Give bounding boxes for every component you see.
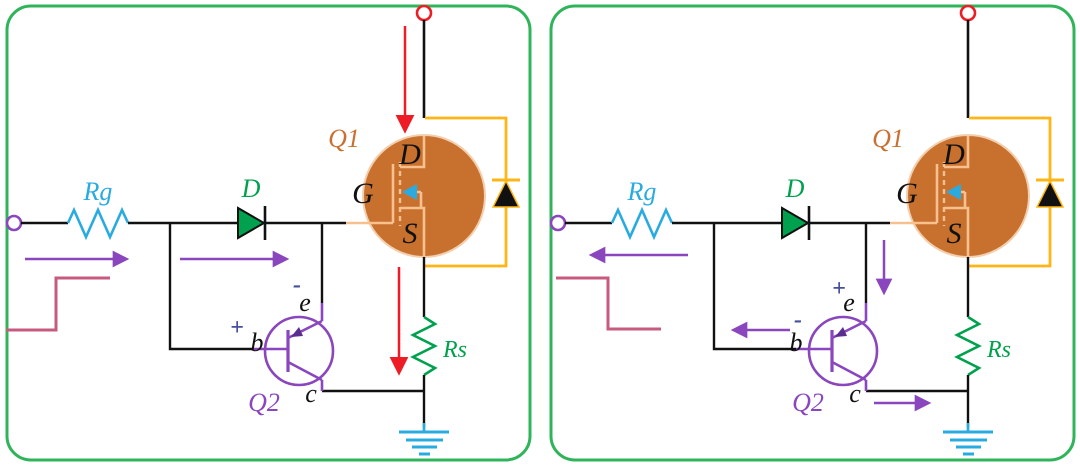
mosfet-source-label: S <box>403 217 418 250</box>
mosfet-substrate-arrow-icon <box>946 184 961 200</box>
body-diode-icon <box>1035 179 1065 208</box>
sense-resistor-label: Rs <box>442 337 467 363</box>
wire-base-branch <box>168 223 252 351</box>
rising-step-waveform-icon <box>6 276 110 332</box>
sense-resistor-label: Rs <box>986 337 1011 363</box>
gate-resistor-zigzag <box>610 206 674 241</box>
bjt-emitter-label: e <box>299 288 311 317</box>
falling-step-waveform-icon <box>556 276 661 331</box>
ground-icon <box>943 423 993 456</box>
panel-turn-on: Rg D Q1 D G S Rs <box>5 4 532 462</box>
mosfet-drain-lead <box>944 136 970 169</box>
diode-label: D <box>785 174 805 203</box>
bjt-collector-label: c <box>305 379 317 408</box>
emitter-polarity-sign: + <box>832 276 846 302</box>
drain-supply-terminal-icon <box>959 4 977 22</box>
bjt-emitter-label: e <box>843 288 855 317</box>
bjt-base-label: b <box>790 328 803 357</box>
mosfet-drain-label: D <box>398 138 421 171</box>
sense-resistor-zigzag <box>410 315 438 377</box>
mosfet-source-lead <box>944 206 970 257</box>
mosfet-name-label: Q1 <box>328 124 360 153</box>
wire-base-branch <box>712 223 796 351</box>
emitter-polarity-sign: - <box>293 272 301 298</box>
diode-icon <box>781 206 811 240</box>
bjt-collector-lead <box>831 360 868 391</box>
diode-label: D <box>241 174 261 203</box>
sense-resistor-zigzag <box>954 315 982 377</box>
mosfet-gate-label: G <box>896 177 918 210</box>
mosfet-name-label: Q1 <box>872 124 904 153</box>
bjt-collector-label: c <box>849 379 861 408</box>
body-diode-icon <box>491 179 521 208</box>
input-terminal-icon <box>549 214 567 232</box>
bjt-name-label: Q2 <box>248 388 280 417</box>
gate-resistor-zigzag <box>66 206 130 241</box>
mosfet-drain-lead <box>400 136 426 169</box>
bjt-base-label: b <box>251 328 264 357</box>
ground-icon <box>399 423 449 456</box>
bjt-emitter-arrow-icon <box>291 327 303 337</box>
bjt-collector-lead <box>287 360 324 391</box>
panel-turn-off: Rg D Q1 D G S Rs <box>549 4 1076 462</box>
mosfet-source-lead <box>400 206 426 257</box>
bjt-circle <box>263 315 335 387</box>
base-polarity-sign: - <box>794 307 802 333</box>
bjt-circle <box>807 315 879 387</box>
drain-supply-terminal-icon <box>415 4 433 22</box>
mosfet-drain-label: D <box>942 138 965 171</box>
gate-resistor-label: Rg <box>83 177 113 206</box>
mosfet-gate-label: G <box>352 177 374 210</box>
panel-border <box>549 4 1076 462</box>
bjt-emitter-arrow-icon <box>835 327 847 337</box>
base-polarity-sign: + <box>230 315 244 341</box>
diode-icon <box>237 206 267 240</box>
input-terminal-icon <box>5 214 23 232</box>
gate-resistor-label: Rg <box>627 177 657 206</box>
mosfet-source-label: S <box>947 217 962 250</box>
bjt-name-label: Q2 <box>792 388 824 417</box>
mosfet-substrate-arrow-icon <box>402 184 417 200</box>
